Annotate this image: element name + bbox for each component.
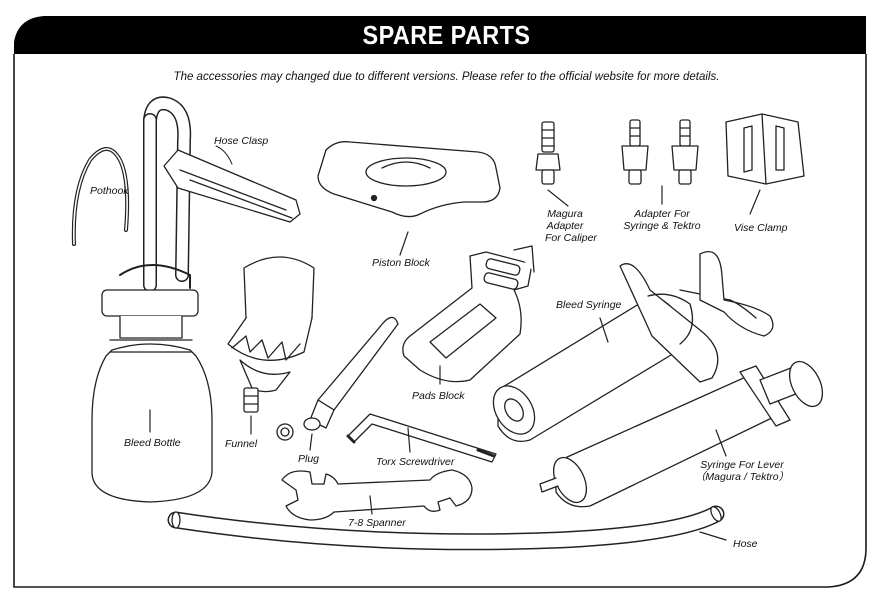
spanner-illustration — [281, 469, 473, 521]
bleed-syringe-illustration — [492, 250, 774, 443]
hose-illustration — [167, 505, 727, 551]
label-spanner: 7-8 Spanner — [348, 517, 406, 529]
page-frame — [13, 54, 867, 588]
label-vise-clamp: Vise Clamp — [734, 222, 788, 234]
hose-clasp-illustration — [163, 145, 301, 223]
label-magura-adapter: Magura Adapter For Caliper — [545, 208, 597, 244]
label-funnel: Funnel — [225, 438, 258, 450]
label-syringe-for-lever-line2: （Magura / Tektro） — [694, 471, 790, 483]
label-syringe-tektro-adapter: Adapter For Syringe & Tektro — [620, 208, 704, 232]
label-syringe-tektro-adapter-line1: Adapter For — [634, 208, 690, 220]
label-magura-adapter-line2: Adapter — [546, 220, 584, 232]
pothook-illustration — [71, 147, 130, 246]
page-subtitle: The accessories may changed due to diffe… — [173, 71, 720, 83]
label-syringe-for-lever-line1: Syringe For Lever — [700, 459, 784, 471]
syringe-tektro-adapter-illustration — [621, 119, 699, 205]
label-magura-adapter-line1: Magura — [547, 208, 583, 220]
magura-adapter-illustration — [535, 121, 569, 207]
label-pothook: Pothook — [90, 185, 129, 197]
title-banner — [14, 16, 866, 54]
piston-block-illustration — [317, 141, 501, 256]
syringe-for-lever-illustration — [539, 360, 824, 508]
label-hose: Hose — [733, 538, 758, 550]
label-bleed-bottle: Bleed Bottle — [124, 437, 181, 449]
torx-screwdriver-illustration — [346, 413, 497, 463]
label-plug: Plug — [298, 453, 320, 465]
page-title: SPARE PARTS — [362, 19, 531, 50]
label-syringe-tektro-adapter-line2: Syringe & Tektro — [623, 220, 701, 232]
bleed-bottle-illustration — [91, 96, 213, 503]
label-magura-adapter-line3: For Caliper — [545, 232, 597, 244]
label-piston-block: Piston Block — [372, 257, 430, 269]
pads-block-illustration — [402, 245, 535, 385]
label-bleed-syringe: Bleed Syringe — [556, 299, 622, 311]
vise-clamp-illustration — [725, 113, 805, 215]
plug-illustration — [276, 316, 399, 451]
label-syringe-for-lever: Syringe For Lever （Magura / Tektro） — [692, 459, 792, 483]
label-hose-clasp: Hose Clasp — [214, 135, 269, 147]
label-pads-block: Pads Block — [412, 390, 465, 402]
funnel-illustration — [227, 256, 315, 435]
label-torx-screwdriver: Torx Screwdriver — [376, 456, 455, 468]
